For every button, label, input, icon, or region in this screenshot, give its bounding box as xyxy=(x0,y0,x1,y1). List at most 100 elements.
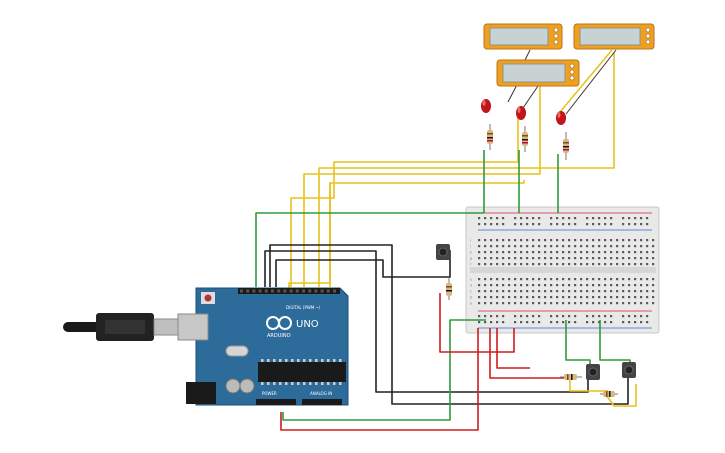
breadboard-hole xyxy=(574,278,577,281)
breadboard-hole xyxy=(502,263,505,266)
chip-pin xyxy=(279,382,282,385)
breadboard-row-letter: a xyxy=(470,302,472,306)
lcd-module[interactable] xyxy=(483,23,563,50)
breadboard-hole xyxy=(556,251,559,254)
pushbutton[interactable] xyxy=(436,244,450,260)
breadboard-hole xyxy=(502,296,505,299)
breadboard-hole xyxy=(556,257,559,260)
wire-red xyxy=(489,328,567,379)
breadboard-hole xyxy=(640,223,643,226)
breadboard-hole xyxy=(562,245,565,248)
breadboard-hole xyxy=(580,284,583,287)
breadboard-hole xyxy=(622,284,625,287)
breadboard-hole xyxy=(604,257,607,260)
breadboard-hole xyxy=(502,290,505,293)
breadboard-hole xyxy=(562,257,565,260)
resistor[interactable] xyxy=(522,126,528,152)
breadboard-hole xyxy=(592,321,595,324)
resistor[interactable] xyxy=(487,124,493,150)
breadboard-hole xyxy=(490,296,493,299)
pushbutton[interactable] xyxy=(622,362,636,378)
breadboard-hole xyxy=(538,239,541,242)
breadboard-hole xyxy=(616,290,619,293)
breadboard-hole xyxy=(556,217,559,220)
breadboard-hole xyxy=(562,251,565,254)
breadboard-hole xyxy=(574,263,577,266)
breadboard-hole xyxy=(628,296,631,299)
breadboard-hole xyxy=(538,290,541,293)
resistor[interactable] xyxy=(563,132,569,160)
header-pin xyxy=(314,289,318,293)
breadboard-hole xyxy=(550,321,553,324)
arduino-uno-board[interactable]: ARDUINO UNO DIGITAL (PWM ~) POWER ANALOG… xyxy=(177,287,349,406)
breadboard-hole xyxy=(526,302,529,305)
lcd-module[interactable] xyxy=(496,59,580,87)
breadboard-hole xyxy=(562,217,565,220)
breadboard-hole xyxy=(628,284,631,287)
resistor[interactable] xyxy=(446,278,452,300)
chip-pin xyxy=(285,359,288,362)
breadboard-hole xyxy=(610,296,613,299)
breadboard-hole xyxy=(610,302,613,305)
led-red[interactable] xyxy=(516,106,526,120)
breadboard-hole xyxy=(556,284,559,287)
breadboard-hole xyxy=(604,278,607,281)
breadboard-hole xyxy=(568,278,571,281)
breadboard-hole xyxy=(508,263,511,266)
breadboard-hole xyxy=(478,251,481,254)
breadboard-hole xyxy=(604,321,607,324)
breadboard-hole xyxy=(640,302,643,305)
breadboard-hole xyxy=(574,257,577,260)
breadboard-hole xyxy=(520,217,523,220)
breadboard-hole xyxy=(628,257,631,260)
breadboard-hole xyxy=(568,223,571,226)
breadboard-hole xyxy=(490,257,493,260)
breadboard-hole xyxy=(484,296,487,299)
breadboard-hole xyxy=(538,284,541,287)
wire-red xyxy=(496,328,530,369)
wire-green xyxy=(282,319,486,421)
led-red[interactable] xyxy=(481,99,491,113)
breadboard-hole xyxy=(580,257,583,260)
breadboard-hole xyxy=(478,296,481,299)
breadboard-hole xyxy=(526,217,529,220)
lcd-module[interactable] xyxy=(573,23,655,50)
breadboard-hole xyxy=(514,315,517,318)
breadboard-hole xyxy=(604,263,607,266)
breadboard-hole xyxy=(478,245,481,248)
resistor[interactable] xyxy=(560,374,582,380)
breadboard-hole xyxy=(568,263,571,266)
breadboard-hole xyxy=(496,321,499,324)
breadboard-hole xyxy=(532,245,535,248)
chip-pin xyxy=(339,382,342,385)
chip-pin xyxy=(333,382,336,385)
analog-header xyxy=(302,399,342,405)
breadboard-hole xyxy=(646,278,649,281)
breadboard-hole xyxy=(574,251,577,254)
breadboard-hole xyxy=(514,302,517,305)
breadboard-hole xyxy=(568,315,571,318)
breadboard-hole xyxy=(484,284,487,287)
breadboard-hole xyxy=(496,239,499,242)
breadboard-hole xyxy=(520,284,523,287)
breadboard-hole xyxy=(586,278,589,281)
breadboard-hole xyxy=(652,296,655,299)
breadboard-hole xyxy=(526,245,529,248)
breadboard-hole xyxy=(538,321,541,324)
led-red[interactable] xyxy=(556,111,566,125)
breadboard-hole xyxy=(592,284,595,287)
wire-black xyxy=(264,250,589,393)
breadboard-hole xyxy=(634,302,637,305)
breadboard-hole xyxy=(640,284,643,287)
wire-red xyxy=(280,328,479,431)
breadboard-hole xyxy=(562,315,565,318)
resistor[interactable] xyxy=(600,391,618,397)
pushbutton[interactable] xyxy=(586,364,600,380)
breadboard-hole xyxy=(496,290,499,293)
breadboard-hole xyxy=(520,239,523,242)
breadboard-hole xyxy=(538,217,541,220)
breadboard-hole xyxy=(574,239,577,242)
header-pin xyxy=(302,289,305,293)
breadboard-hole xyxy=(610,223,613,226)
